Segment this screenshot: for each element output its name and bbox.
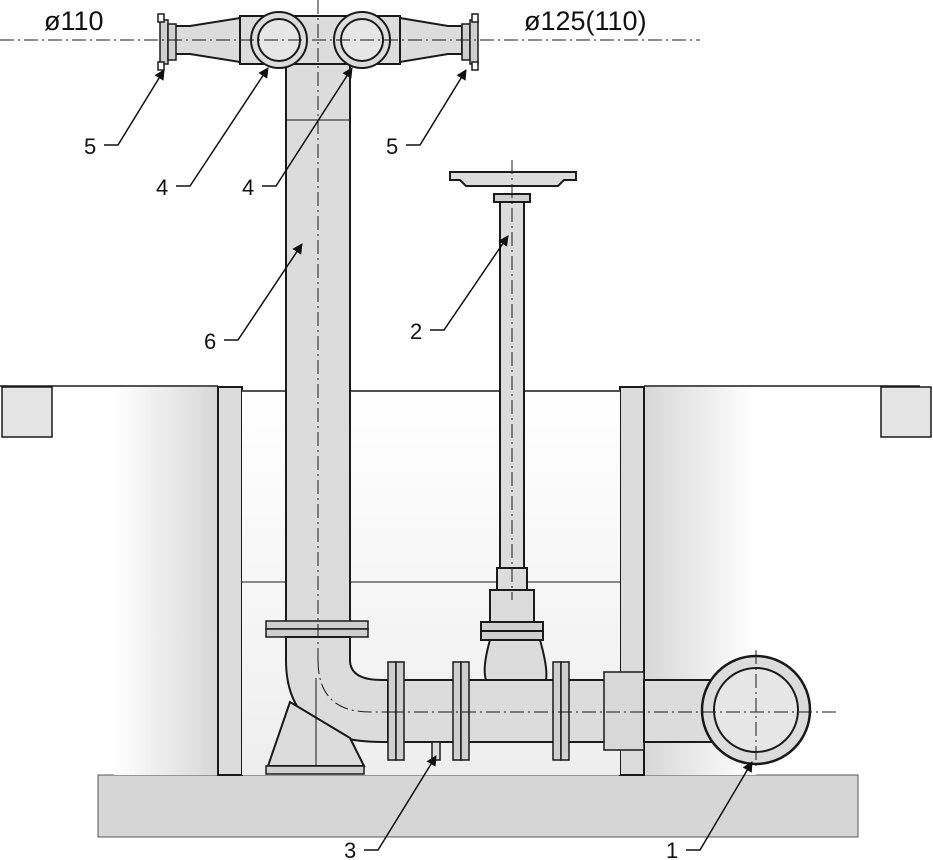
leader-lines [104, 67, 753, 851]
callout-5-left: 5 [84, 134, 96, 159]
flange-right [461, 13, 479, 71]
cover-block-left [1, 386, 53, 438]
ground [97, 774, 859, 838]
dimension-right: ø125(110) [524, 6, 647, 36]
callout-4-left: 4 [156, 175, 168, 200]
horizontal-flanges [387, 661, 570, 761]
flange-left [157, 13, 177, 71]
wall-sleeve [603, 671, 645, 751]
pit-left-wall [114, 386, 243, 776]
support-base [265, 765, 365, 775]
riser-flange [265, 620, 369, 638]
callout-6: 6 [204, 329, 216, 354]
cover-block-right [880, 386, 932, 438]
callout-4-right: 4 [242, 175, 254, 200]
gate-valve [480, 547, 548, 681]
dimension-left: ø110 [44, 6, 104, 36]
centerlines [0, 0, 840, 770]
callout-5-right: 5 [386, 134, 398, 159]
callout-2: 2 [410, 319, 422, 344]
callout-1: 1 [666, 838, 678, 860]
callout-3: 3 [344, 838, 356, 860]
